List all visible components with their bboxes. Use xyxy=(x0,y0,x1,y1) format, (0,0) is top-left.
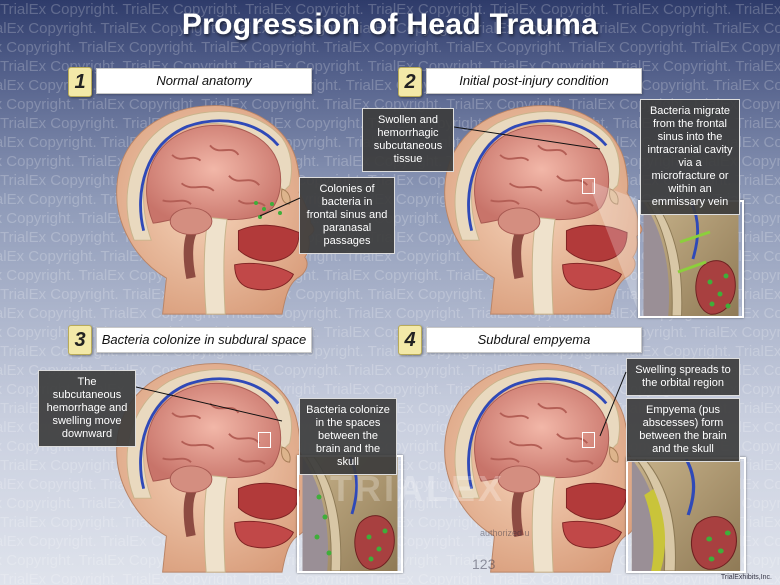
inset-art-2 xyxy=(640,202,742,316)
callout-swollen-tissue: Swollen and hemorrhagic subcutaneous tis… xyxy=(362,108,454,172)
leader-line-hemorrhage xyxy=(136,386,283,422)
leader-line-colonies xyxy=(259,197,301,217)
number-watermark: 123 xyxy=(472,556,496,572)
callout-empyema: Empyema (pus abscesses) form between the… xyxy=(626,398,740,462)
inset-art-3 xyxy=(299,457,401,571)
inset-magnified-2 xyxy=(638,200,744,318)
callout-hemorrhage-downward: The subcutaneous hemorrhage and swelling… xyxy=(38,370,136,447)
callout-bacteria-migrate: Bacteria migrate from the frontal sinus … xyxy=(640,99,740,215)
zoom-marker-3 xyxy=(258,432,271,448)
panel-2-number: 2 xyxy=(398,67,422,97)
inset-art-4 xyxy=(628,459,744,571)
callout-bacteria-colonize-space: Bacteria colonize in the spaces between … xyxy=(299,398,397,475)
leader-line-orbital xyxy=(599,371,627,437)
center-watermark: TRIALEX xyxy=(330,468,506,509)
panel-4-label: Subdural empyema xyxy=(426,327,642,353)
zoom-marker-2 xyxy=(582,178,595,194)
unauthorized-watermark: authorized u xyxy=(480,528,530,538)
inset-magnified-4 xyxy=(626,457,746,573)
leader-line-swollen xyxy=(454,126,601,150)
frontal-sinus-bacteria-dots xyxy=(254,201,282,219)
panel-1-number: 1 xyxy=(68,67,92,97)
zoom-marker-4 xyxy=(582,432,595,448)
trialexhibits-logo: TrialExhibits,Inc. xyxy=(720,574,772,581)
panel-4-number: 4 xyxy=(398,325,422,355)
callout-bacteria-colonies: Colonies of bacteria in frontal sinus an… xyxy=(299,177,395,254)
zoom-wedge-2 xyxy=(592,182,640,316)
panel-1-label: Normal anatomy xyxy=(96,68,312,94)
panel-2-label: Initial post-injury condition xyxy=(426,68,642,94)
panel-3-number: 3 xyxy=(68,325,92,355)
page-title: Progression of Head Trauma xyxy=(181,8,599,41)
callout-swelling-orbital: Swelling spreads to the orbital region xyxy=(626,358,740,396)
panel-3-label: Bacteria colonize in subdural space xyxy=(96,327,312,353)
